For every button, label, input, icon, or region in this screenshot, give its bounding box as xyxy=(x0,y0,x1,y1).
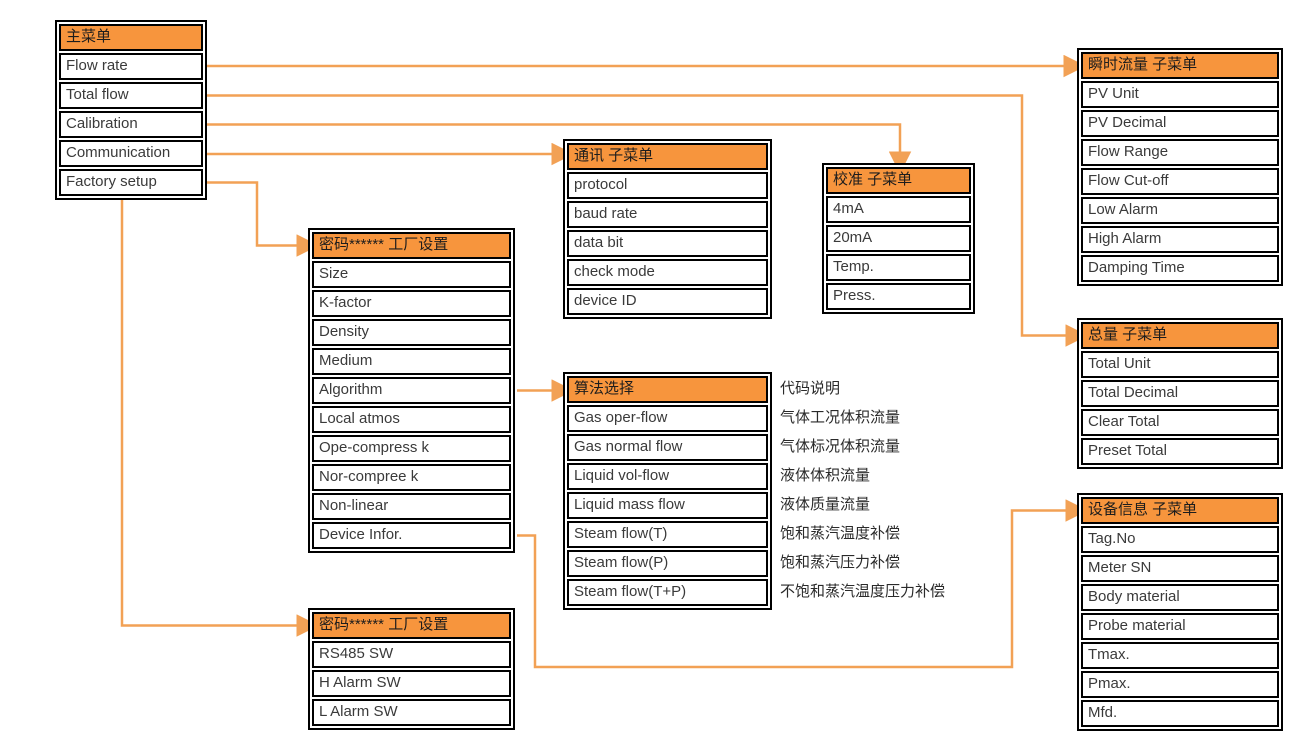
total-submenu-item: Preset Total xyxy=(1081,438,1279,465)
main-menu-item: Communication xyxy=(59,140,203,167)
communication-submenu-item: data bit xyxy=(567,230,768,257)
device-info-submenu-item: Tmax. xyxy=(1081,642,1279,669)
connector-calibration xyxy=(207,123,912,174)
device-info-submenu-item: Probe material xyxy=(1081,613,1279,640)
factory-setup-submenu-item: Density xyxy=(312,319,511,346)
factory-setup-submenu-item: K-factor xyxy=(312,290,511,317)
device-info-submenu-item: Pmax. xyxy=(1081,671,1279,698)
factory-setup-submenu-item: Ope-compress k xyxy=(312,435,511,462)
instant-flow-submenu-item: Flow Range xyxy=(1081,139,1279,166)
factory-setup-submenu-item: Size xyxy=(312,261,511,288)
algorithm-select-header: 算法选择 xyxy=(567,376,768,403)
algo-desc-item: 饱和蒸汽压力补偿 xyxy=(780,554,901,571)
factory-setup-submenu-item: Non-linear xyxy=(312,493,511,520)
algo-desc-item: 气体工况体积流量 xyxy=(780,409,901,426)
main-menu-item: Flow rate xyxy=(59,53,203,80)
algorithm-select-item: Gas oper-flow xyxy=(567,405,768,432)
algorithm-select-item: Liquid mass flow xyxy=(567,492,768,519)
algo-desc-item: 液体体积流量 xyxy=(780,467,871,484)
algorithm-code-descriptions: 代码说明气体工况体积流量气体标况体积流量液体体积流量液体质量流量饱和蒸汽温度补偿… xyxy=(780,376,945,608)
device-info-submenu-item: Body material xyxy=(1081,584,1279,611)
connector-factory-setup-2 xyxy=(120,200,319,637)
instant-flow-submenu-item: Low Alarm xyxy=(1081,197,1279,224)
instant-flow-submenu-item: Damping Time xyxy=(1081,255,1279,282)
main-menu-header: 主菜单 xyxy=(59,24,203,51)
main-menu-item: Total flow xyxy=(59,82,203,109)
communication-submenu-item: protocol xyxy=(567,172,768,199)
total-submenu-item: Total Decimal xyxy=(1081,380,1279,407)
factory-setup-submenu-item: Medium xyxy=(312,348,511,375)
communication-submenu-item: baud rate xyxy=(567,201,768,228)
instant-flow-submenu-item: PV Unit xyxy=(1081,81,1279,108)
factory-setup-submenu-item: Device Infor. xyxy=(312,522,511,549)
calibration-submenu-item: 4mA xyxy=(826,196,971,223)
factory-setup-submenu-header: 密码****** 工厂设置 xyxy=(312,232,511,259)
calibration-submenu-item: Press. xyxy=(826,283,971,310)
main-menu-item: Factory setup xyxy=(59,169,203,196)
main-menu-item: Calibration xyxy=(59,111,203,138)
device-info-submenu-item: Meter SN xyxy=(1081,555,1279,582)
algorithm-select-item: Liquid vol-flow xyxy=(567,463,768,490)
factory-setup-submenu-item: Local atmos xyxy=(312,406,511,433)
factory-setup-submenu-2-item: RS485 SW xyxy=(312,641,511,668)
factory-setup-submenu-2-item: H Alarm SW xyxy=(312,670,511,697)
calibration-submenu-item: Temp. xyxy=(826,254,971,281)
algorithm-select-item: Gas normal flow xyxy=(567,434,768,461)
device-info-submenu-item: Mfd. xyxy=(1081,700,1279,727)
total-submenu-item: Clear Total xyxy=(1081,409,1279,436)
algo-desc-item: 不饱和蒸汽温度压力补偿 xyxy=(780,583,946,600)
algo-desc-item: 饱和蒸汽温度补偿 xyxy=(780,525,901,542)
calibration-submenu-item: 20mA xyxy=(826,225,971,252)
connector-total-flow xyxy=(207,94,1088,347)
algo-desc-item: 气体标况体积流量 xyxy=(780,438,901,455)
algo-desc-item: 液体质量流量 xyxy=(780,496,871,513)
instant-flow-submenu-header: 瞬时流量 子菜单 xyxy=(1081,52,1279,79)
instant-flow-submenu-item: PV Decimal xyxy=(1081,110,1279,137)
communication-submenu-header: 通讯 子菜单 xyxy=(567,143,768,170)
algorithm-select-item: Steam flow(T+P) xyxy=(567,579,768,606)
algo-desc-header: 代码说明 xyxy=(780,380,841,397)
connector-device-infor xyxy=(517,499,1088,669)
device-info-submenu-item: Tag.No xyxy=(1081,526,1279,553)
factory-setup-submenu-item: Nor-compree k xyxy=(312,464,511,491)
calibration-submenu-header: 校准 子菜单 xyxy=(826,167,971,194)
algorithm-select-item: Steam flow(P) xyxy=(567,550,768,577)
algorithm-select-item: Steam flow(T) xyxy=(567,521,768,548)
total-submenu-item: Total Unit xyxy=(1081,351,1279,378)
connector-factory-setup-1 xyxy=(207,181,319,257)
instant-flow-submenu-item: High Alarm xyxy=(1081,226,1279,253)
total-submenu-header: 总量 子菜单 xyxy=(1081,322,1279,349)
communication-submenu-item: check mode xyxy=(567,259,768,286)
factory-setup-submenu-2-header: 密码****** 工厂设置 xyxy=(312,612,511,639)
factory-setup-submenu-2-item: L Alarm SW xyxy=(312,699,511,726)
factory-setup-submenu-item: Algorithm xyxy=(312,377,511,404)
device-info-submenu-header: 设备信息 子菜单 xyxy=(1081,497,1279,524)
communication-submenu-item: device ID xyxy=(567,288,768,315)
instant-flow-submenu-item: Flow Cut-off xyxy=(1081,168,1279,195)
